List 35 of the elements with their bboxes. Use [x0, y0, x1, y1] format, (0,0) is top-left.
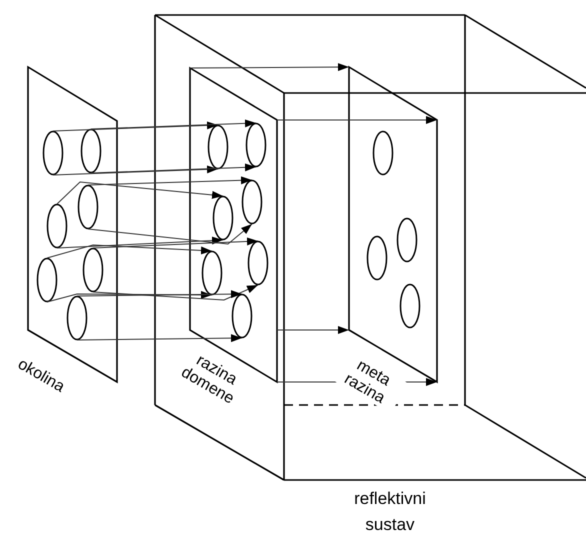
arrow	[88, 224, 252, 245]
arrow	[76, 334, 242, 342]
arrow	[190, 63, 350, 72]
arrow	[52, 121, 218, 132]
ellipse-shape	[232, 294, 252, 338]
arrow	[46, 290, 212, 302]
ellipse-shape	[81, 129, 101, 173]
ellipse-shape	[213, 196, 233, 240]
ellipse-shape	[242, 180, 262, 224]
arrow	[88, 176, 252, 186]
ellipse-shape	[248, 241, 268, 285]
ellipse-shape	[83, 248, 103, 292]
ellipse-shape	[367, 236, 387, 280]
ellipse-shape	[43, 131, 63, 175]
ellipse-shape	[47, 204, 67, 248]
ellipse-shape	[246, 123, 266, 167]
ellipse-shape	[202, 251, 222, 295]
arrow	[76, 290, 242, 298]
arrow	[56, 236, 224, 248]
arrow	[56, 181, 224, 204]
arrow	[92, 284, 258, 300]
ellipse-shape	[400, 284, 420, 328]
ellipse-shape	[37, 258, 57, 302]
ellipse-shape	[67, 296, 87, 340]
arrow	[90, 119, 256, 130]
ellipse-shape	[373, 131, 393, 175]
arrow	[90, 163, 256, 174]
arrow	[276, 116, 438, 124]
ellipse-shape	[78, 185, 98, 229]
arrow	[276, 326, 350, 334]
ellipse-shape	[397, 218, 417, 262]
ellipse-shape	[208, 125, 228, 169]
arrow	[52, 165, 218, 176]
arrow	[46, 244, 212, 258]
arrow	[92, 237, 258, 248]
